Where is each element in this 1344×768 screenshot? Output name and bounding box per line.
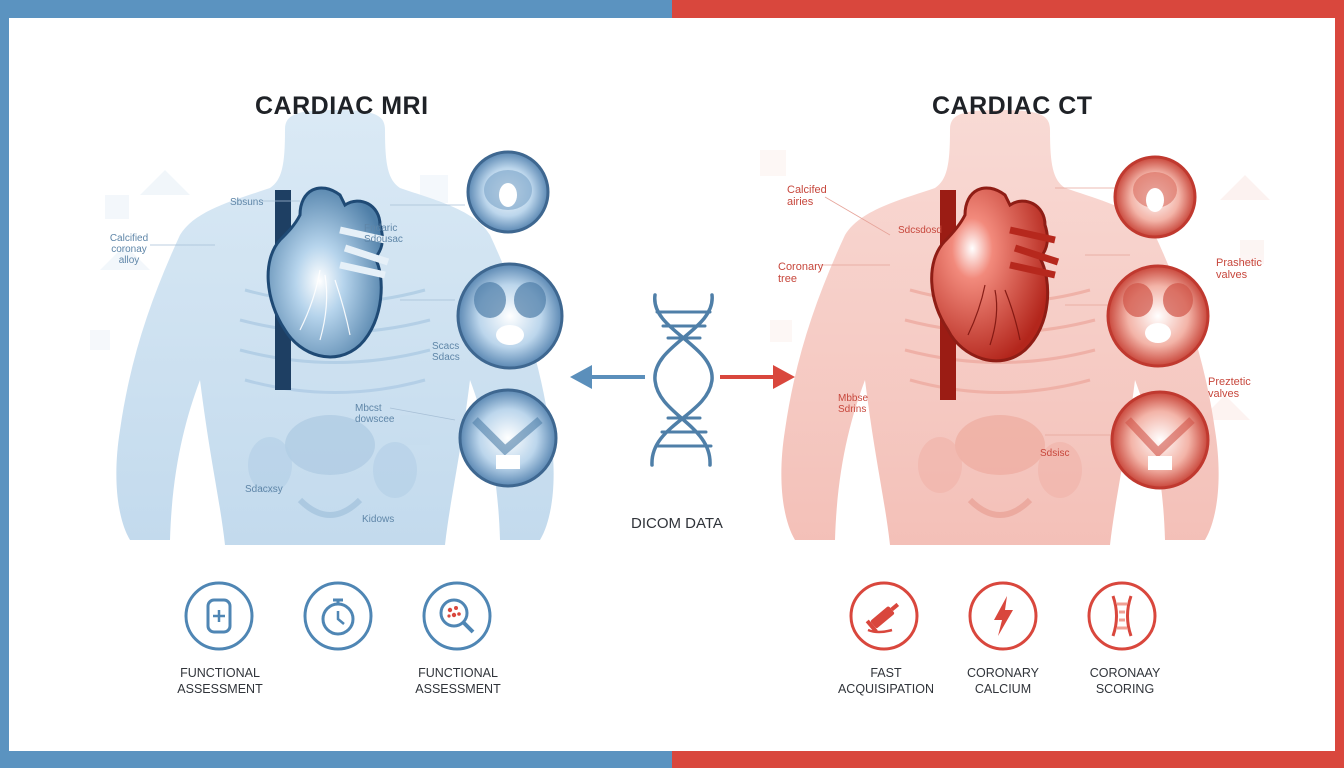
- mri-annotation: Fndaric Sdousac: [364, 223, 403, 245]
- ct-icon-label: CORONAAY SCORING: [1089, 666, 1161, 696]
- ct-icon-label: FAST ACQUISIPATION: [837, 666, 935, 696]
- ct-heart: [930, 186, 1060, 400]
- mri-annotation: Sbsuns: [230, 197, 264, 208]
- ct-scan-3: [1110, 390, 1210, 490]
- mri-scan-2: [456, 262, 564, 370]
- mri-heart: [266, 186, 390, 390]
- ct-annotation: Calcifed airies: [787, 184, 827, 208]
- ct-annotation: Sdcsdosd: [898, 225, 942, 236]
- mri-annotation: Calcified coronay alloy: [109, 233, 149, 266]
- dna-helix-icon: [650, 293, 714, 467]
- ct-annotation: Sdsisc: [1040, 448, 1070, 459]
- arrow-left: [570, 365, 645, 389]
- ct-scan-2: [1106, 264, 1210, 368]
- artery-icon: [1086, 580, 1158, 652]
- frame-top-red: [672, 0, 1344, 18]
- lightning-icon: [967, 580, 1039, 652]
- ct-annotation: Coronary tree: [778, 261, 824, 285]
- arrow-right: [720, 365, 795, 389]
- stopwatch-icon: [302, 580, 374, 652]
- frame-bottom-red: [672, 751, 1344, 768]
- mri-annotation: Scacs Sdacs: [432, 341, 460, 363]
- ct-annotation: Prashetic valves: [1216, 257, 1262, 281]
- dicom-data-label: DICOM DATA: [631, 515, 723, 532]
- syringe-icon: [848, 580, 920, 652]
- mri-scan-3: [458, 388, 558, 488]
- ct-background-shapes: [760, 150, 1270, 420]
- frame-bottom-blue: [0, 751, 672, 768]
- mri-annotation: Mbcst dowscee: [355, 403, 395, 425]
- mri-leaders: [150, 200, 465, 421]
- mri-title: CARDIAC MRI: [255, 92, 429, 120]
- frame-left-blue: [0, 0, 9, 768]
- magnifier-cells-icon: [421, 580, 493, 652]
- ct-annotation: Preztetic valves: [1208, 376, 1251, 400]
- ct-annotation: Mbbse Sdrins: [838, 393, 869, 415]
- mri-scan-1: [466, 150, 550, 234]
- mri-icon-label: FUNCTIONAL ASSESSMENT: [415, 666, 501, 696]
- ct-title: CARDIAC CT: [932, 92, 1093, 120]
- cell-phone-icon: [183, 580, 255, 652]
- mri-annotation: Sdacxsy: [245, 484, 283, 495]
- ct-leaders: [820, 187, 1130, 436]
- mri-icon-label: FUNCTIONAL ASSESSMENT: [177, 666, 263, 696]
- mri-annotation: Kidows: [362, 514, 395, 525]
- frame-top-blue: [0, 0, 672, 18]
- ct-scan-1: [1113, 155, 1197, 239]
- ct-icon-label: CORONARY CALCIUM: [966, 666, 1039, 696]
- frame-right-red: [1335, 0, 1344, 768]
